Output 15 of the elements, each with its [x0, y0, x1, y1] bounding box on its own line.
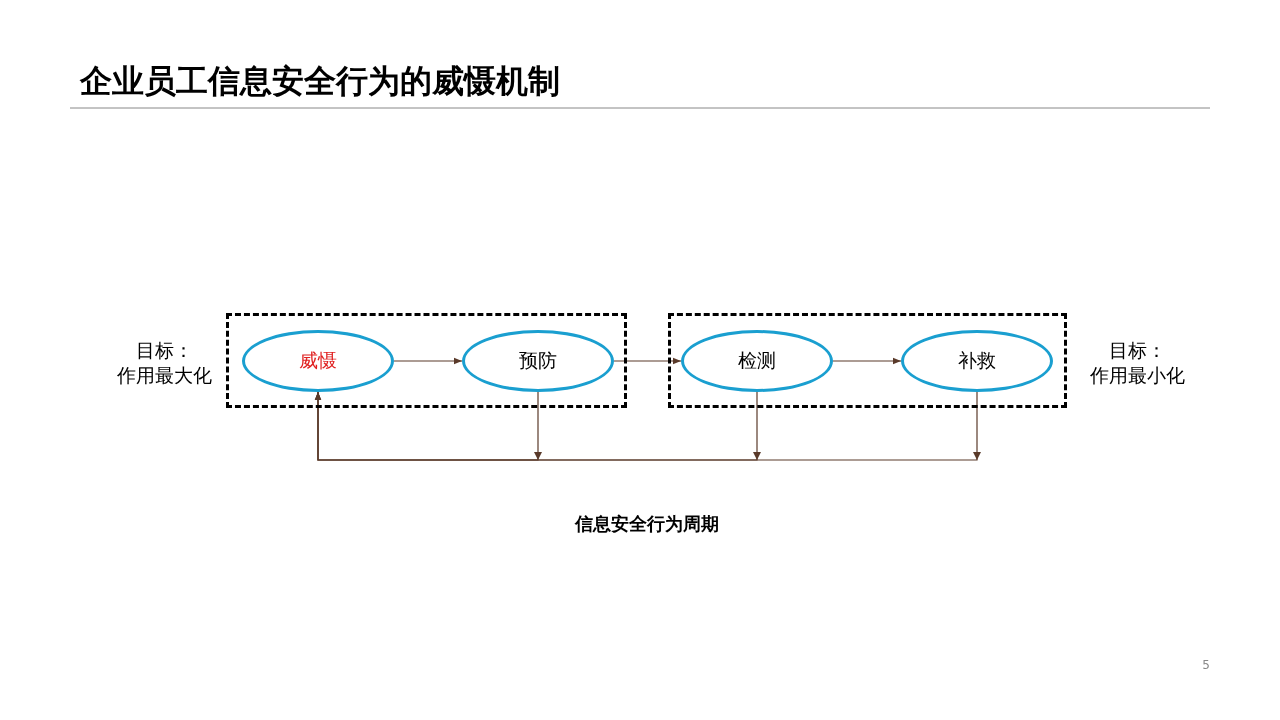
- goal-note: 目标：作用最大化: [115, 338, 213, 388]
- stage-label: 预防: [519, 348, 557, 373]
- diagram-caption: 信息安全行为周期: [573, 512, 720, 536]
- stage-label: 检测: [738, 348, 776, 373]
- dashed-group-box: [226, 313, 627, 408]
- arrow: [832, 357, 902, 365]
- slide-title: 企业员工信息安全行为的威慑机制: [80, 61, 560, 102]
- goal-note: 目标：作用最小化: [1088, 338, 1186, 388]
- arrow: [393, 357, 463, 365]
- stage-label: 威慑: [299, 348, 337, 373]
- page-number: 5: [1201, 658, 1210, 674]
- stage-label: 补救: [958, 348, 996, 373]
- arrow: [314, 391, 978, 461]
- dashed-group-box: [668, 313, 1067, 408]
- arrow: [613, 357, 682, 365]
